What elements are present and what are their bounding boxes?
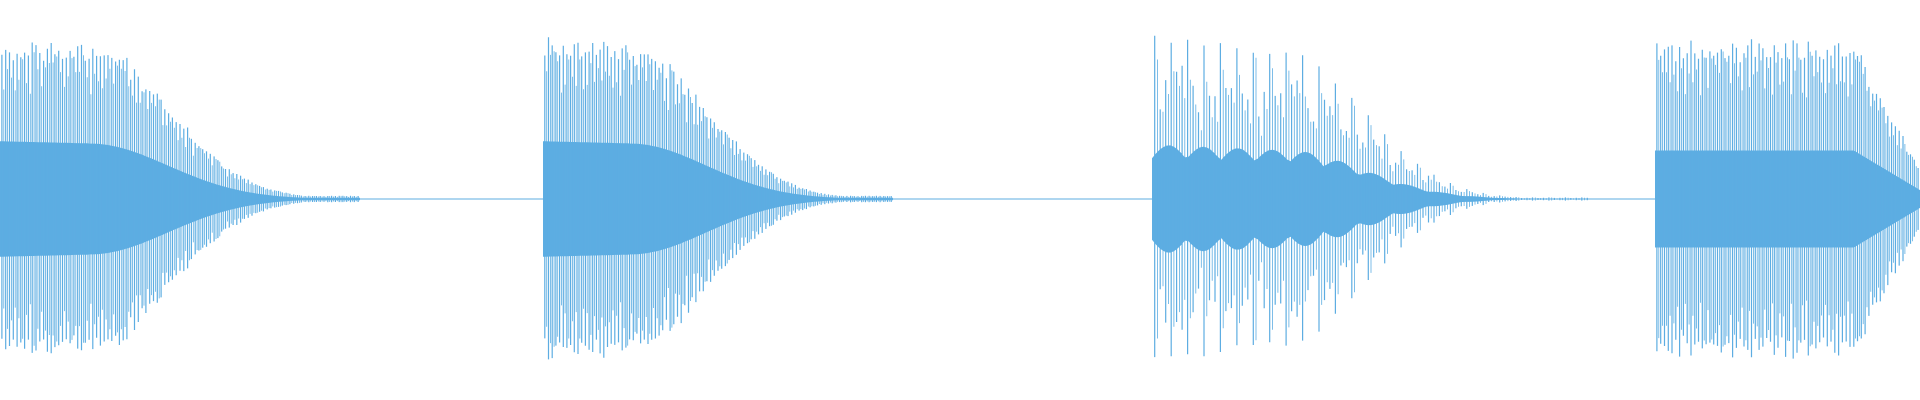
waveform-segment-2 (543, 37, 893, 360)
waveform-segment-4 (1655, 39, 1920, 359)
waveform-segment-3 (1152, 35, 1590, 358)
waveform-segment-1 (0, 42, 360, 354)
